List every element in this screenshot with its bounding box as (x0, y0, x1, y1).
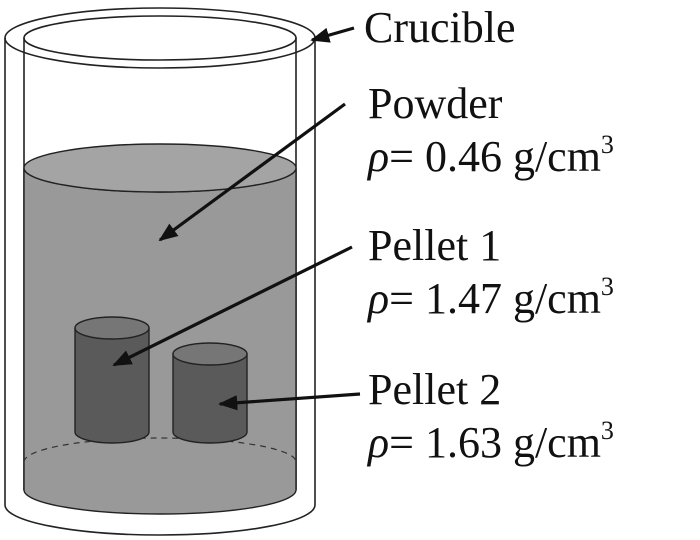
pellet-2-density-symbol: ρ (368, 418, 390, 467)
pellet-2-density-exponent: 3 (600, 416, 614, 445)
powder-surface (23, 143, 297, 193)
pellet-2-top (172, 342, 248, 366)
powder-density-value: = 0.46 g/cm (389, 132, 601, 181)
crucible-label: Crucible (364, 3, 516, 52)
crucible-arrow (310, 26, 355, 43)
pellet-2-label: Pellet 2 (368, 365, 502, 414)
powder-arrow (158, 102, 346, 242)
pellet-1-density-value: = 1.47 g/cm (389, 274, 601, 323)
pellet-1-top (74, 316, 150, 340)
pellet-1 (74, 316, 150, 444)
pellet-1-label: Pellet 1 (368, 221, 502, 270)
crucible-rim-inner (23, 15, 297, 61)
arrows (112, 26, 361, 411)
powder-density-symbol: ρ (368, 132, 390, 181)
pellet-2-density: ρ= 1.63 g/cm3 (368, 418, 614, 465)
pellet-2-density-value: = 1.63 g/cm (389, 418, 601, 467)
powder-label: Powder (368, 79, 503, 128)
pellet-1-density: ρ= 1.47 g/cm3 (368, 274, 614, 321)
pellet-1-density-symbol: ρ (368, 274, 390, 323)
pellet-2-arrow (218, 392, 361, 411)
pellet-1-density-exponent: 3 (600, 272, 614, 301)
powder-density: ρ= 0.46 g/cm3 (368, 132, 614, 179)
pellet-2 (172, 342, 248, 444)
pellet-1-arrow (112, 245, 353, 367)
powder (23, 143, 297, 515)
powder-density-exponent: 3 (600, 130, 614, 159)
pellet-1-body (74, 327, 150, 444)
pellet-2-body (172, 353, 248, 444)
